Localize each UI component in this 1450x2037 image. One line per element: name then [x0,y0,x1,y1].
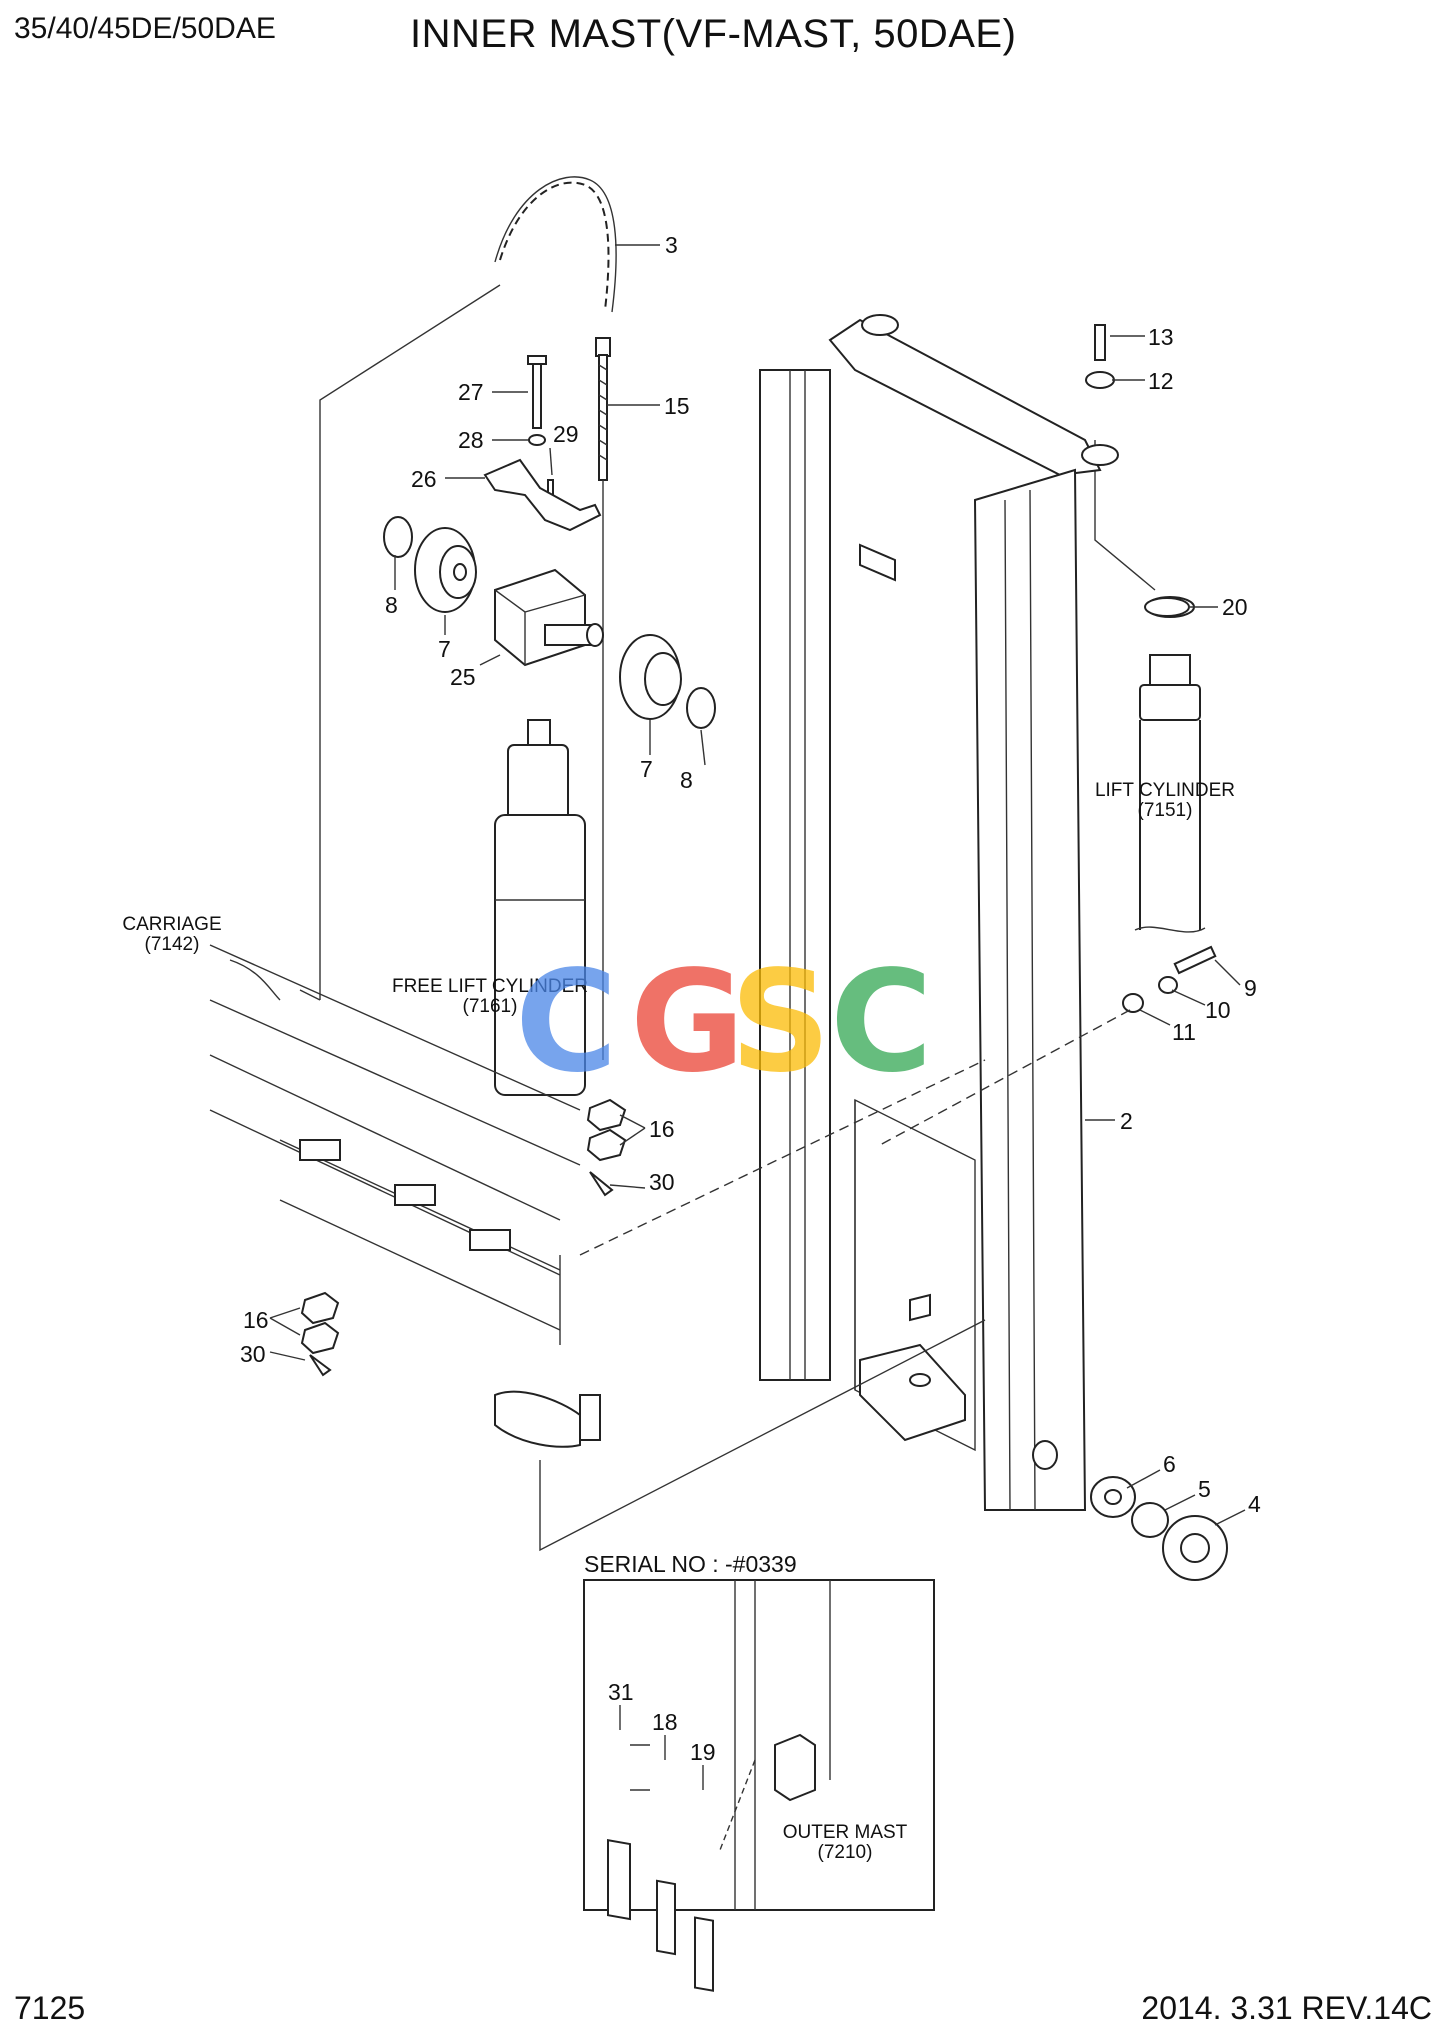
callout-18: 18 [652,1709,678,1735]
lift-cylinder-ref: (7151) [1138,800,1193,821]
free-lift-cylinder-ref: (7161) [463,996,518,1017]
callout-19: 19 [690,1739,716,1765]
model-code: 35/40/45DE/50DAE [14,12,276,45]
nuts-and-pins [300,1098,627,1377]
bracket-part [483,355,602,532]
callout-15: 15 [664,393,690,419]
carriage-outline [209,944,601,1448]
watermark-letter-g: G [630,941,745,1104]
callout-27: 27 [458,379,484,405]
watermark-letter-s: S [730,941,831,1104]
sheave-assembly [383,516,716,729]
callout-28: 28 [458,427,484,453]
callout-10: 10 [1205,997,1231,1023]
callout-8-left: 8 [385,592,398,618]
callout-30-left: 30 [240,1341,266,1367]
callout-31: 31 [608,1679,634,1705]
callout-7-right: 7 [640,756,653,782]
free-lift-cylinder-label: FREE LIFT CYLINDER [392,976,588,997]
callout-30-center: 30 [649,1169,675,1195]
page-number: 7125 [14,1990,86,2026]
revision-date: 2014. 3.31 REV.14C [1141,1990,1432,2026]
serial-inset-box [583,1579,935,1992]
chain-part [494,176,617,481]
lift-cylinder-label: LIFT CYLINDER [1095,780,1235,801]
callout-29: 29 [553,421,579,447]
roller-parts [1032,1440,1228,1581]
inner-mast-outline [759,314,1119,1511]
outer-mast-ref: (7210) [818,1842,873,1863]
page-title: INNER MAST(VF-MAST, 50DAE) [410,12,1017,56]
callout-11: 11 [1172,1019,1196,1045]
callout-3: 3 [665,232,678,258]
serial-number-label: SERIAL NO : -#0339 [584,1551,797,1577]
outer-mast-label: OUTER MAST [783,1822,908,1843]
watermark-letter-c1: C [515,941,618,1104]
lift-cylinder-outline [1134,596,1206,933]
callout-16-center: 16 [649,1116,675,1142]
free-lift-cylinder-outline [494,719,586,1096]
carriage-ref: (7142) [145,934,200,955]
callout-13: 13 [1148,324,1174,350]
callout-8-right: 8 [680,767,693,793]
callout-26: 26 [411,466,437,492]
callout-7-left: 7 [438,636,451,662]
callout-16-left: 16 [243,1307,269,1333]
small-hardware [1085,324,1217,1013]
callout-5: 5 [1198,1476,1211,1502]
callout-labels: 3 13 12 27 15 28 29 26 8 7 25 7 8 20 9 1… [240,232,1261,1765]
callout-12: 12 [1148,368,1174,394]
leader-lines [269,244,1246,1790]
callout-6: 6 [1163,1451,1176,1477]
cgsc-watermark: C G S C [515,941,933,1104]
watermark-letter-c2: C [830,941,933,1104]
callout-2: 2 [1120,1108,1133,1134]
callout-25: 25 [450,664,476,690]
callout-9: 9 [1244,975,1257,1001]
callout-4: 4 [1248,1491,1261,1517]
carriage-label: CARRIAGE [122,914,221,935]
callout-20: 20 [1222,594,1248,620]
reference-labels: LIFT CYLINDER (7151) CARRIAGE (7142) FRE… [122,780,1235,1863]
